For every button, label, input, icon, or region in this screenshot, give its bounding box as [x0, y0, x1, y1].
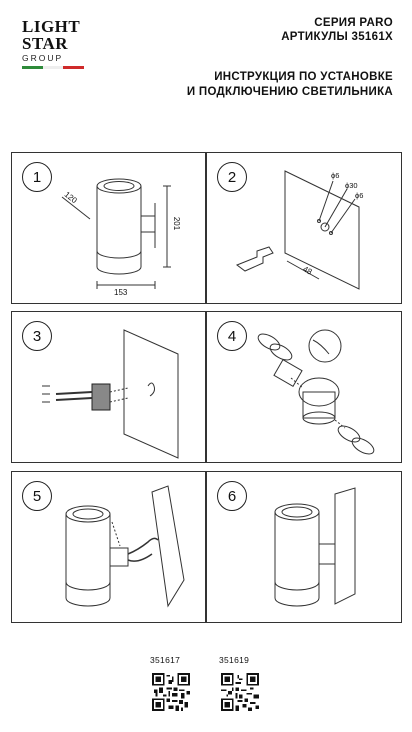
step-1-panel: 1 120 201 153 [11, 152, 206, 304]
step-3-panel: 3 [11, 311, 206, 463]
step-number: 1 [22, 162, 52, 192]
logo-line-2: STAR [22, 34, 69, 53]
step-5-panel: 5 [11, 471, 206, 623]
step-number: 6 [217, 481, 247, 511]
step-number: 5 [22, 481, 52, 511]
hole-diameter-6b-label: ϕ6 [355, 191, 364, 200]
article-code-1: 351617 [150, 655, 181, 665]
dim-width-label: 153 [114, 288, 128, 297]
title-line-1: ИНСТРУКЦИЯ ПО УСТАНОВКЕ [214, 71, 393, 83]
title-line-2: И ПОДКЛЮЧЕНИЮ СВЕТИЛЬНИКА [186, 86, 393, 98]
article-numbers: АРТИКУЛЫ 35161X [281, 31, 393, 43]
series-header: СЕРИЯ PARO АРТИКУЛЫ 35161X [281, 16, 393, 44]
step-number: 4 [217, 321, 247, 351]
qr-code-2 [221, 673, 259, 711]
logo-line-3: GROUP [22, 53, 64, 63]
step-4-panel: 4 [206, 311, 402, 463]
logo-line-1: LIGHT [22, 17, 81, 36]
brand-logo: LIGHT STAR GROUP [22, 18, 92, 69]
series-name: СЕРИЯ PARO [314, 17, 393, 29]
wiring-drawing [65, 485, 185, 608]
hole-diameter-6a-label: ϕ6 [331, 171, 340, 180]
step-2-panel: 2 ϕ6 ϕ30 ϕ6 48 [206, 152, 402, 304]
qr-code-1 [152, 673, 190, 711]
step-6-panel: 6 [206, 471, 402, 623]
italian-flag-stripe [22, 66, 85, 69]
mounting-holes-drawing [235, 170, 360, 290]
article-code-2: 351619 [219, 655, 250, 665]
step-number: 3 [22, 321, 52, 351]
step-number: 2 [217, 162, 247, 192]
exploded-view-drawing [257, 329, 375, 455]
dim-height-label: 201 [172, 216, 182, 231]
dimensions-drawing [61, 178, 171, 289]
hole-diameter-30-label: ϕ30 [345, 181, 358, 190]
document-title: ИНСТРУКЦИЯ ПО УСТАНОВКЕ И ПОДКЛЮЧЕНИЮ СВ… [187, 70, 393, 100]
bracket-mounting-drawing [42, 329, 179, 459]
installed-fixture-drawing [274, 487, 356, 607]
